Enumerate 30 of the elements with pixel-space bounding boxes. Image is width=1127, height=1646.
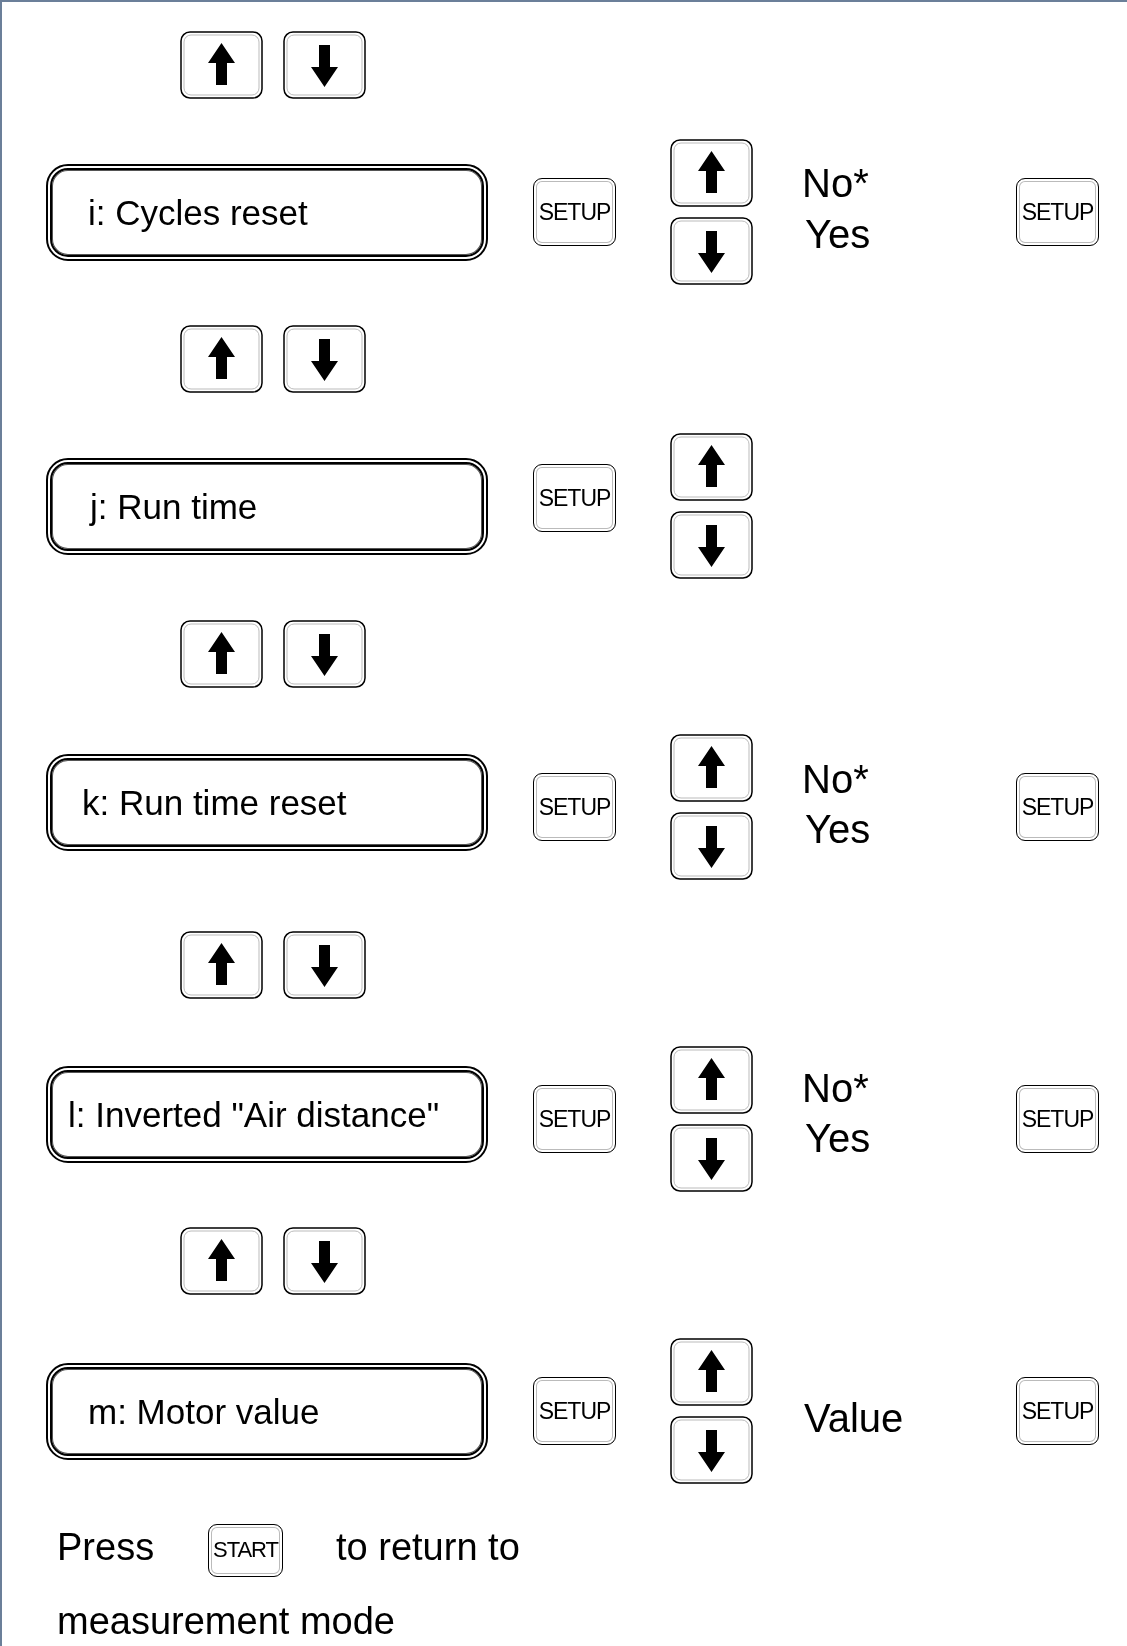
display-text: m: Motor value bbox=[88, 1391, 320, 1432]
setup-key: SETUP bbox=[1016, 178, 1099, 246]
setup-key: SETUP bbox=[533, 1085, 616, 1153]
display-text: k: Run time reset bbox=[82, 782, 347, 823]
setup-key: SETUP bbox=[533, 773, 616, 841]
setup-key: SETUP bbox=[533, 178, 616, 246]
setup-key: SETUP bbox=[1016, 1377, 1099, 1445]
setup-key: SETUP bbox=[1016, 773, 1099, 841]
option-text: Yes bbox=[805, 809, 871, 849]
setup-key: SETUP bbox=[1016, 1085, 1099, 1153]
option-text: Value bbox=[804, 1398, 904, 1438]
setup-key: SETUP bbox=[533, 464, 616, 532]
display-text: j: Run time bbox=[90, 486, 258, 527]
option-text: No* bbox=[802, 759, 869, 799]
lcd-display bbox=[46, 754, 488, 851]
start-key: START bbox=[208, 1523, 283, 1577]
lcd-display bbox=[46, 164, 488, 261]
lcd-display bbox=[46, 458, 488, 555]
option-text: Yes bbox=[805, 1118, 871, 1158]
setup-key: SETUP bbox=[533, 1377, 616, 1445]
option-text: No* bbox=[802, 1068, 869, 1108]
lcd-display bbox=[46, 1066, 488, 1163]
option-text: Yes bbox=[805, 214, 871, 254]
display-text: l: Inverted "Air distance" bbox=[68, 1094, 440, 1135]
instruction-text: to return to bbox=[336, 1528, 520, 1566]
instruction-text: Press bbox=[57, 1528, 155, 1566]
display-text: i: Cycles reset bbox=[88, 192, 308, 233]
option-text: No* bbox=[802, 163, 869, 203]
lcd-display bbox=[46, 1363, 488, 1460]
instruction-text: measurement mode bbox=[57, 1602, 395, 1640]
